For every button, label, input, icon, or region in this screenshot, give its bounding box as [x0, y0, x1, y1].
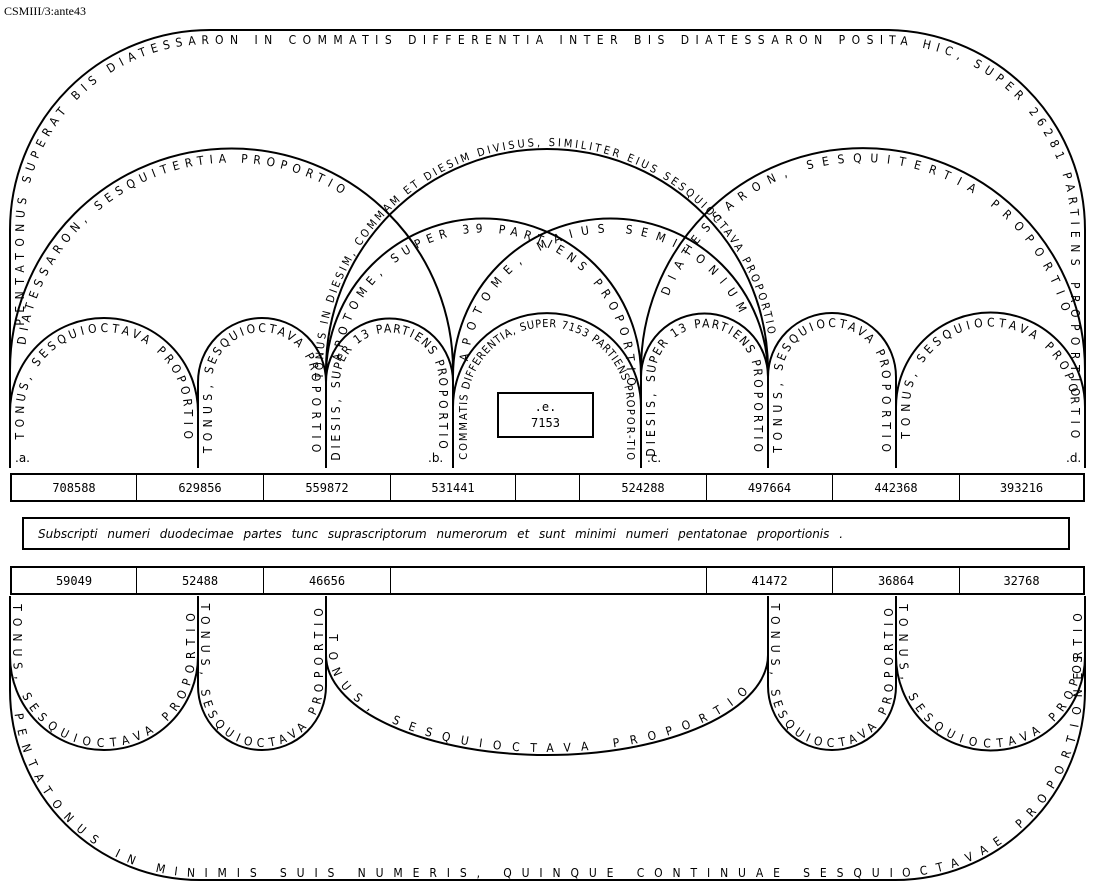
number-cell: 442368	[833, 475, 960, 500]
tonus-label-3: TONUS, SESQUIOCTAVA PROPORTIO	[771, 316, 892, 454]
lower-tonus-label-3: TONUS, SESQUIOCTAVA PROPORTIO	[326, 633, 750, 755]
lower-tonus-label-1: TONUS, SESQUIOCTAVA PROPORTIO	[10, 603, 197, 750]
number-cell: 393216	[999, 480, 1044, 495]
lower-pentatonus-label: PENTATONUS IN MINIMIS SUIS NUMERIS, QUIN…	[12, 655, 1085, 880]
svg-text:TONUS, SESQUIOCTAVA PROPORTIO: TONUS, SESQUIOCTAVA PROPORTIO	[198, 603, 326, 750]
tonus-arch-1	[9, 317, 199, 469]
svg-text:TONUS, SESQUIOCTAVA PROPORTIO: TONUS, SESQUIOCTAVA PROPORTIO	[771, 316, 893, 454]
lower-arches	[9, 595, 1086, 881]
svg-text:DIESIS, SUPER 13 PARTIENS PROP: DIESIS, SUPER 13 PARTIENS PROPORTIO	[329, 321, 450, 460]
svg-text:PENTATONUS IN MINIMIS SUIS: PENTATONUS IN MINIMIS SUIS NUMERIS, QUIN…	[12, 655, 1086, 880]
mark-d: .d.	[1066, 451, 1082, 465]
number-cell: 41472	[707, 568, 833, 593]
number-cell: 708588	[12, 475, 137, 500]
number-cell	[516, 475, 580, 500]
difference-box: .e. 7153	[497, 392, 594, 438]
number-cell: 559872	[264, 475, 391, 500]
svg-text:TONUS, SESQUIOCTAVA PROPORTIO: TONUS, SESQUIOCTAVA PROPORTIO	[899, 315, 1082, 439]
diesis-label-1: DIESIS, SUPER 13 PARTIENS PROPORTIO	[329, 321, 449, 460]
lower-tonus-label-4: TONUS, SESQUIOCTAVA PROPORTIO	[768, 603, 895, 750]
lower-tonus-label-5: TONUS, SESQUIOCTAVA PROPORTIO	[896, 603, 1084, 750]
svg-text:DIATESSARON, SESQUITERTIA PROP: DIATESSARON, SESQUITERTIA PROPORTIO	[15, 151, 349, 345]
mark-e: .e.	[534, 400, 557, 414]
tonus-label-2: TONUS, SESQUIOCTAVA PROPORTIO	[201, 321, 322, 454]
mark-c: .c.	[647, 451, 662, 465]
lower-tonus-arch-1	[9, 595, 199, 751]
explanatory-note: Subscripti numeri duodecimae partes tunc…	[22, 517, 1070, 550]
svg-text:TONUS, SESQUIOCTAVA PROPORTIO: TONUS, SESQUIOCTAVA PROPORTIO	[896, 603, 1085, 750]
diesis-label-2: DIESIS, SUPER 13 PARTIENS PROPORTIO	[644, 316, 764, 456]
commatis-arch	[452, 312, 642, 469]
number-cell: 46656	[264, 568, 391, 593]
number-cell: 524288	[580, 475, 707, 500]
bottom-number-row: 59049 52488 46656 41472 36864 32768	[10, 566, 1085, 595]
tonus-arch-4	[895, 311, 1086, 469]
svg-text:DIESIS, SUPER 13 PARTIENS PROP: DIESIS, SUPER 13 PARTIENS PROPORTIO	[644, 316, 765, 456]
svg-text:TONUS, SESQUIOCTAVA PROPORTIO: TONUS, SESQUIOCTAVA PROPORTIO	[13, 321, 195, 441]
lower-tonus-label-2: TONUS, SESQUIOCTAVA PROPORTIO	[198, 603, 325, 750]
lower-tonus-arch-3	[325, 595, 769, 756]
mark-a: .a.	[15, 451, 30, 465]
svg-text:TONUS, SESQUIOCTAVA PROPORTIO: TONUS, SESQUIOCTAVA PROPORTIO	[201, 321, 323, 454]
number-cell: 629856	[137, 475, 264, 500]
svg-text:TONUS, SESQUIOCTAVA PROPORTIO: TONUS, SESQUIOCTAVA PROPORTIO	[768, 603, 896, 750]
number-cell: 36864	[833, 568, 960, 593]
diatessaron-left-label: DIATESSARON, SESQUITERTIA PROPORTIO	[15, 151, 348, 345]
top-number-row: 708588 629856 559872 531441 524288 49766…	[10, 473, 1085, 502]
number-cell: 52488	[137, 568, 264, 593]
number-cell: 59049	[12, 568, 137, 593]
mark-b: .b.	[428, 451, 444, 465]
difference-value: 7153	[531, 416, 560, 430]
svg-text:TONUS, SESQUIOCTAVA PROPOR: TONUS, SESQUIOCTAVA PROPORTIO	[326, 633, 751, 755]
diatessaron-right-arch	[640, 147, 1086, 470]
number-cell: 531441	[391, 475, 516, 500]
svg-text:TONUS, SESQUIOCTAVA PROPORTIO: TONUS, SESQUIOCTAVA PROPORTIO	[10, 603, 198, 750]
number-cell: 497664	[707, 475, 833, 500]
tonus-label-1: TONUS, SESQUIOCTAVA PROPORTIO	[13, 321, 194, 441]
number-cell: 32768	[1003, 573, 1040, 588]
number-cell	[391, 568, 707, 593]
svg-text:TONUS IN DIESIM, COMMAM ET DIE: TONUS IN DIESIM, COMMAM ET DIESIM DIVISU…	[313, 136, 778, 380]
lower-tonus-arch-5	[895, 595, 1086, 752]
lower-pentatonus-arch	[9, 595, 1086, 881]
diatessaron-left-arch	[9, 147, 454, 470]
catalog-code: CSMIII/3:ante43	[4, 4, 86, 18]
tonus-in-diesim-label: TONUS IN DIESIM, COMMAM ET DIESIM DIVISU…	[313, 136, 778, 380]
tonus-label-4: TONUS, SESQUIOCTAVA PROPORTIO	[899, 315, 1081, 439]
